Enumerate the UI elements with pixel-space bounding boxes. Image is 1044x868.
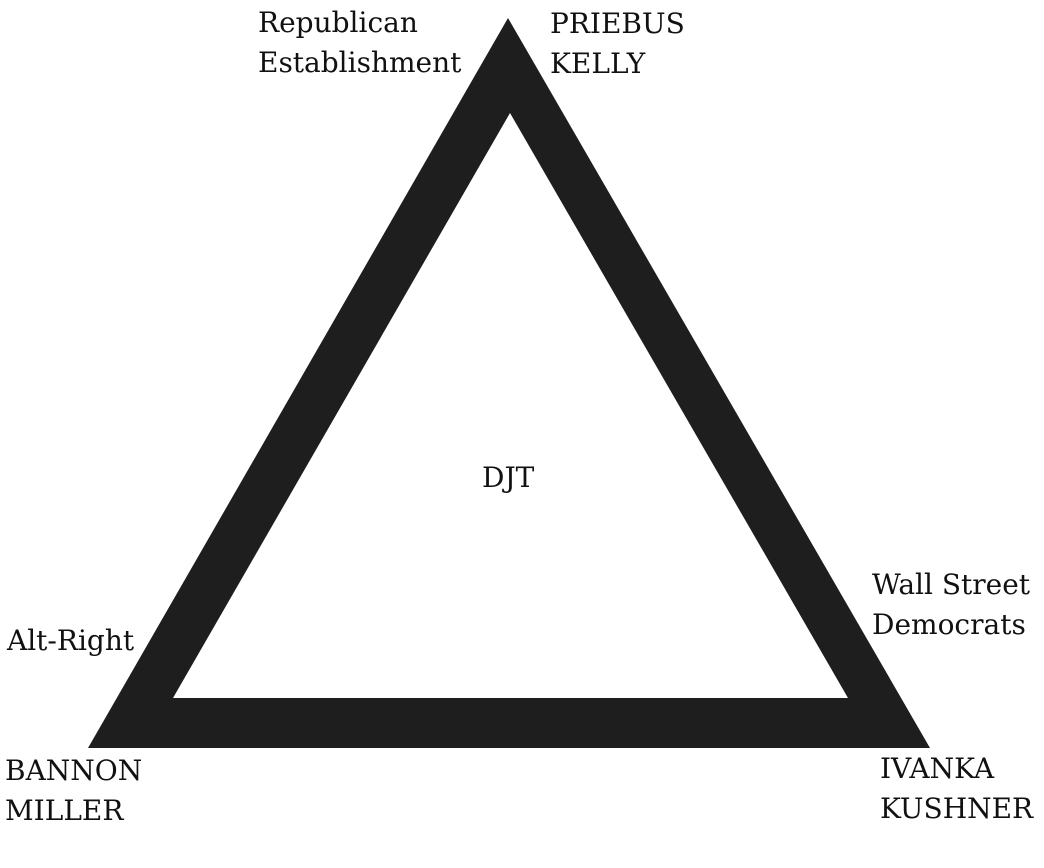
republican-establishment-label: Republican Establishment xyxy=(258,3,461,83)
bannon-miller-label: BANNON MILLER xyxy=(5,751,142,831)
mid-right-label-line-1: Wall Street xyxy=(872,568,1031,601)
triangle-shape xyxy=(88,18,930,748)
alt-right-label: Alt-Right xyxy=(7,624,135,657)
top-right-label-line-2: KELLY xyxy=(550,47,646,80)
bottom-right-label-line-2: KUSHNER xyxy=(880,792,1034,825)
center-label: DJT xyxy=(482,461,535,494)
priebus-kelly-label: PRIEBUS KELLY xyxy=(550,4,685,84)
ivanka-kushner-label: IVANKA KUSHNER xyxy=(880,749,1033,829)
top-left-label-line-1: Republican xyxy=(258,6,418,39)
top-right-label-line-1: PRIEBUS xyxy=(550,7,685,40)
bottom-left-label-line-1: BANNON xyxy=(5,754,143,787)
wall-street-democrats-label: Wall Street Democrats xyxy=(872,565,1030,645)
top-left-label-line-2: Establishment xyxy=(258,46,462,79)
bottom-right-label-line-1: IVANKA xyxy=(880,752,995,785)
mid-right-label-line-2: Democrats xyxy=(872,608,1026,641)
bottom-left-label-line-2: MILLER xyxy=(5,794,124,827)
